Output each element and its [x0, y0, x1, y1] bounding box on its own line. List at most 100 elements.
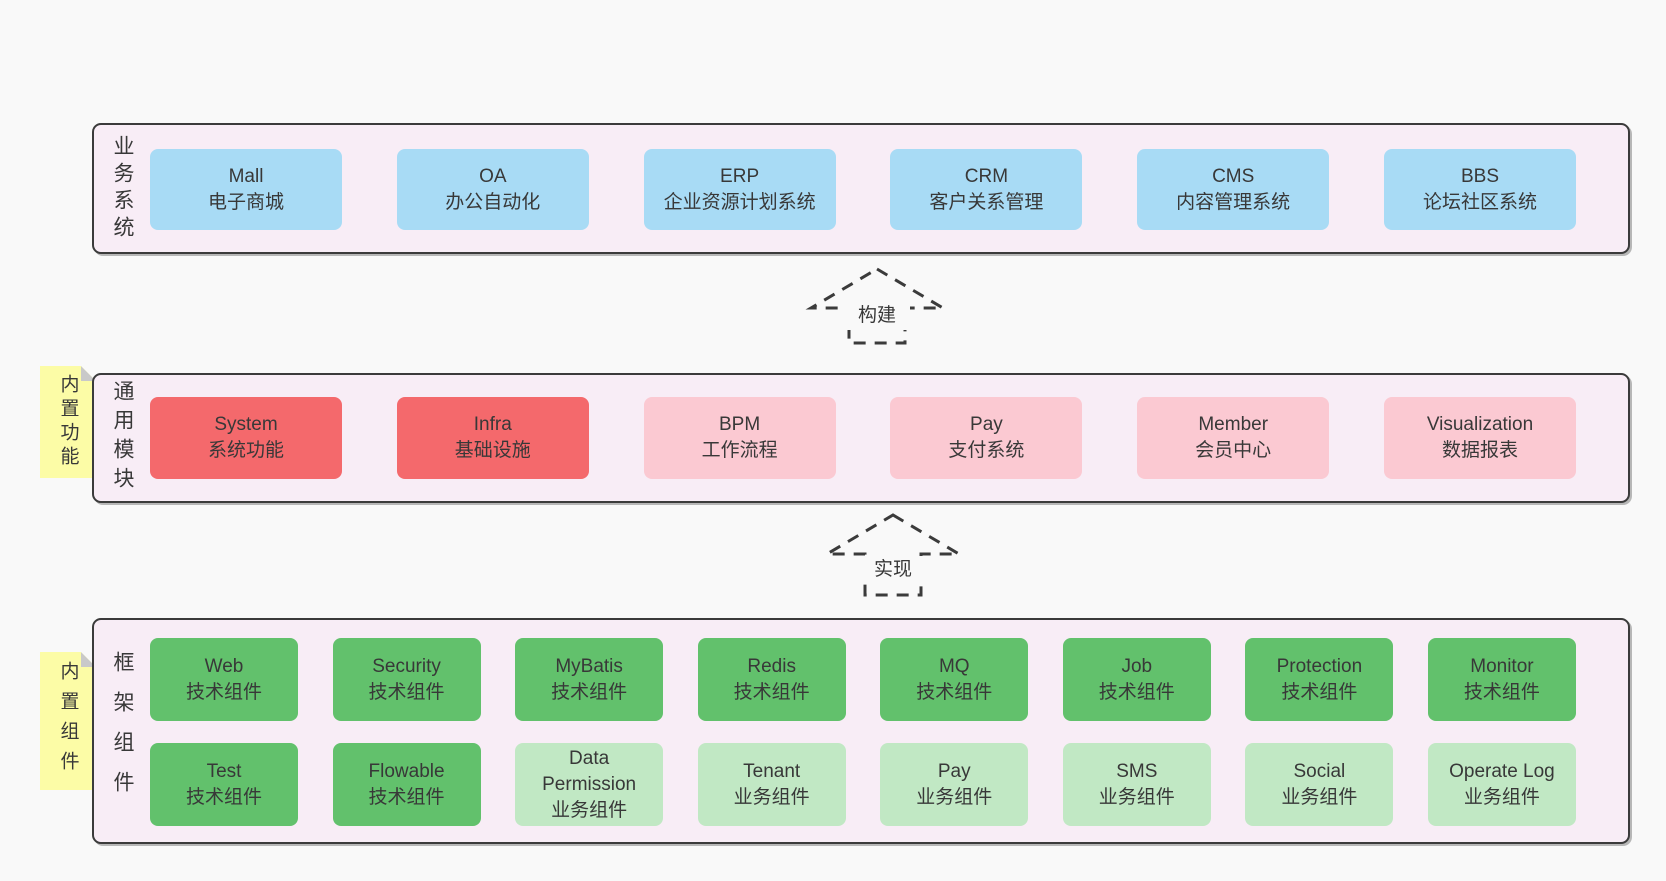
box-subtitle: 业务组件	[551, 799, 628, 821]
box-subtitle: 工作流程	[701, 440, 778, 461]
box-subtitle: 技术组件	[185, 786, 262, 808]
box-test: Test 技术组件	[150, 743, 298, 826]
box-subtitle: 系统功能	[207, 440, 284, 461]
box-pay-module: Pay 支付系统	[890, 397, 1083, 479]
box-title: Pay	[970, 414, 1003, 435]
box-subtitle: 企业资源计划系统	[663, 191, 816, 213]
box-subtitle: 技术组件	[1098, 681, 1175, 703]
box-title: Web	[204, 655, 244, 677]
box-title: Data Permission	[542, 747, 637, 795]
band-label-framework-components: 框架组件	[111, 651, 134, 811]
box-subtitle: 论坛社区系统	[1422, 191, 1537, 213]
box-subtitle: 技术组件	[368, 681, 445, 703]
box-subtitle: 基础设施	[454, 440, 531, 461]
sticky-note-builtin-features: 内置功能	[40, 366, 96, 478]
box-title: CRM	[964, 165, 1009, 187]
sticky-note-builtin-components: 内置组件	[40, 652, 96, 790]
sticky-note-label: 内置组件	[57, 661, 79, 781]
box-subtitle: 技术组件	[185, 681, 262, 703]
box-subtitle: 业务组件	[733, 786, 810, 808]
box-mall: Mall 电子商城	[150, 149, 342, 230]
box-infra: Infra 基础设施	[396, 397, 589, 479]
box-system: System 系统功能	[150, 397, 342, 479]
box-title: CMS	[1212, 165, 1255, 187]
band-common-modules: 通用模块 System 系统功能 Infra 基础设施 BPM 工作流程 Pay…	[92, 373, 1630, 503]
box-title: Flowable	[368, 760, 445, 782]
box-subtitle: 技术组件	[916, 681, 993, 703]
box-title: Tenant	[743, 760, 801, 782]
box-crm: CRM 客户关系管理	[890, 149, 1083, 230]
band-row: System 系统功能 Infra 基础设施 BPM 工作流程 Pay 支付系统…	[150, 397, 1576, 479]
box-title: Test	[206, 760, 242, 782]
box-tenant: Tenant 业务组件	[697, 743, 846, 826]
box-title: Infra	[473, 414, 512, 435]
box-title: Social	[1293, 760, 1346, 782]
box-subtitle: 电子商城	[207, 191, 284, 213]
box-subtitle: 技术组件	[1281, 681, 1358, 703]
box-subtitle: 业务组件	[1281, 786, 1358, 808]
box-mybatis: MyBatis 技术组件	[515, 638, 664, 721]
up-arrow-implement-icon	[821, 513, 965, 597]
box-oa: OA 办公自动化	[396, 149, 589, 230]
box-pay-component: Pay 业务组件	[880, 743, 1029, 826]
box-title: Redis	[747, 655, 796, 677]
box-subtitle: 客户关系管理	[929, 191, 1044, 213]
box-visualization: Visualization 数据报表	[1383, 397, 1576, 479]
box-title: ERP	[720, 165, 760, 187]
box-title: SMS	[1116, 760, 1158, 782]
arrow-label-implement: 实现	[860, 556, 926, 584]
box-title: Job	[1121, 655, 1153, 677]
box-subtitle: 技术组件	[1463, 681, 1540, 703]
box-security: Security 技术组件	[332, 638, 481, 721]
box-flowable: Flowable 技术组件	[332, 743, 481, 826]
box-title: Security	[372, 655, 441, 677]
band-business-systems: 业务系统 Mall 电子商城 OA 办公自动化 ERP 企业资源计划系统 CRM…	[92, 123, 1630, 254]
box-erp: ERP 企业资源计划系统	[643, 149, 836, 230]
box-subtitle: 内容管理系统	[1176, 191, 1291, 213]
box-subtitle: 业务组件	[1098, 786, 1175, 808]
sticky-note-label: 内置功能	[57, 374, 79, 470]
box-title: MyBatis	[555, 655, 623, 677]
box-subtitle: 业务组件	[916, 786, 993, 808]
band-row: Mall 电子商城 OA 办公自动化 ERP 企业资源计划系统 CRM 客户关系…	[150, 149, 1576, 230]
box-title: Visualization	[1426, 414, 1534, 435]
box-title: MQ	[938, 655, 970, 677]
box-title: Member	[1198, 414, 1269, 435]
box-title: Pay	[937, 760, 971, 782]
box-subtitle: 支付系统	[948, 440, 1025, 461]
box-subtitle: 数据报表	[1441, 440, 1518, 461]
box-subtitle: 技术组件	[551, 681, 628, 703]
box-subtitle: 技术组件	[368, 786, 445, 808]
box-monitor: Monitor 技术组件	[1427, 638, 1576, 721]
box-title: BBS	[1460, 165, 1499, 187]
box-subtitle: 会员中心	[1195, 440, 1272, 461]
box-data-permission: Data Permission 业务组件	[515, 743, 664, 826]
box-subtitle: 业务组件	[1463, 786, 1540, 808]
band-row: Web 技术组件 Security 技术组件 MyBatis 技术组件 Redi…	[150, 638, 1576, 721]
band-row: Test 技术组件 Flowable 技术组件 Data Permission …	[150, 743, 1576, 826]
box-title: Monitor	[1470, 655, 1534, 677]
box-title: Operate Log	[1449, 760, 1555, 782]
box-web: Web 技术组件	[150, 638, 298, 721]
box-title: Mall	[228, 165, 264, 187]
box-protection: Protection 技术组件	[1245, 638, 1394, 721]
box-social: Social 业务组件	[1245, 743, 1394, 826]
box-mq: MQ 技术组件	[880, 638, 1029, 721]
box-member: Member 会员中心	[1137, 397, 1330, 479]
box-title: OA	[479, 165, 507, 187]
band-framework-components: 框架组件 Web 技术组件 Security 技术组件 MyBatis 技术组件…	[92, 618, 1630, 844]
box-sms: SMS 业务组件	[1062, 743, 1211, 826]
box-title: Protection	[1276, 655, 1363, 677]
box-operate-log: Operate Log 业务组件	[1427, 743, 1576, 826]
box-subtitle: 办公自动化	[445, 191, 541, 213]
band-label-common-modules: 通用模块	[111, 380, 134, 496]
box-title: System	[214, 414, 278, 435]
box-bbs: BBS 论坛社区系统	[1383, 149, 1576, 230]
box-subtitle: 技术组件	[733, 681, 810, 703]
box-redis: Redis 技术组件	[697, 638, 846, 721]
box-cms: CMS 内容管理系统	[1137, 149, 1330, 230]
arrow-label-build: 构建	[844, 302, 910, 330]
box-bpm: BPM 工作流程	[643, 397, 836, 479]
box-title: BPM	[719, 414, 761, 435]
box-job: Job 技术组件	[1062, 638, 1211, 721]
